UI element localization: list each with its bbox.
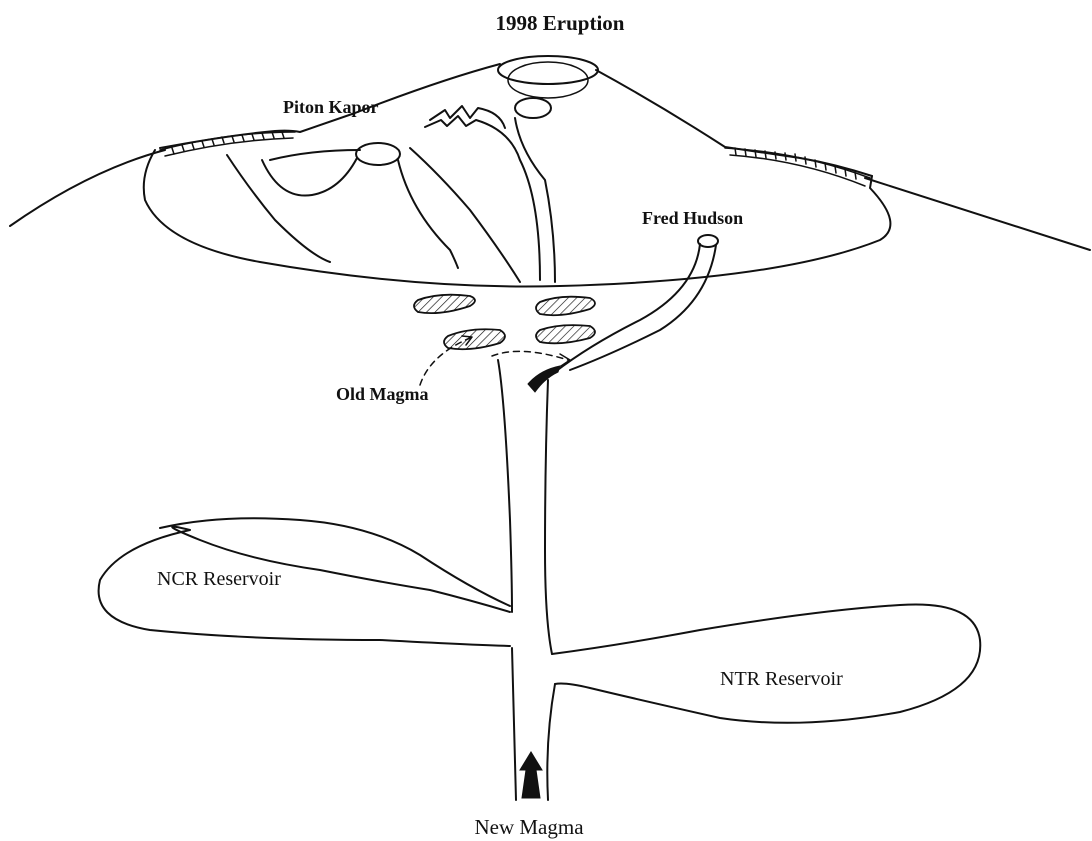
volcano-cone	[144, 64, 891, 287]
old-magma-pockets	[414, 295, 595, 350]
crater-rims	[160, 132, 870, 186]
main-conduit	[498, 360, 555, 800]
diagram-title: 1998 Eruption	[496, 11, 625, 35]
label-piton-kapor: Piton Kapor	[283, 97, 379, 117]
label-old-magma: Old Magma	[336, 384, 429, 404]
label-new-magma: New Magma	[474, 815, 584, 839]
label-ntr-reservoir: NTR Reservoir	[720, 668, 843, 690]
label-fred-hudson: Fred Hudson	[642, 208, 743, 228]
label-ncr-reservoir: NCR Reservoir	[157, 568, 281, 590]
summit-crater	[498, 56, 598, 118]
ntr-reservoir	[552, 604, 980, 722]
new-magma-arrow	[520, 752, 542, 798]
island-profile	[10, 150, 1090, 250]
